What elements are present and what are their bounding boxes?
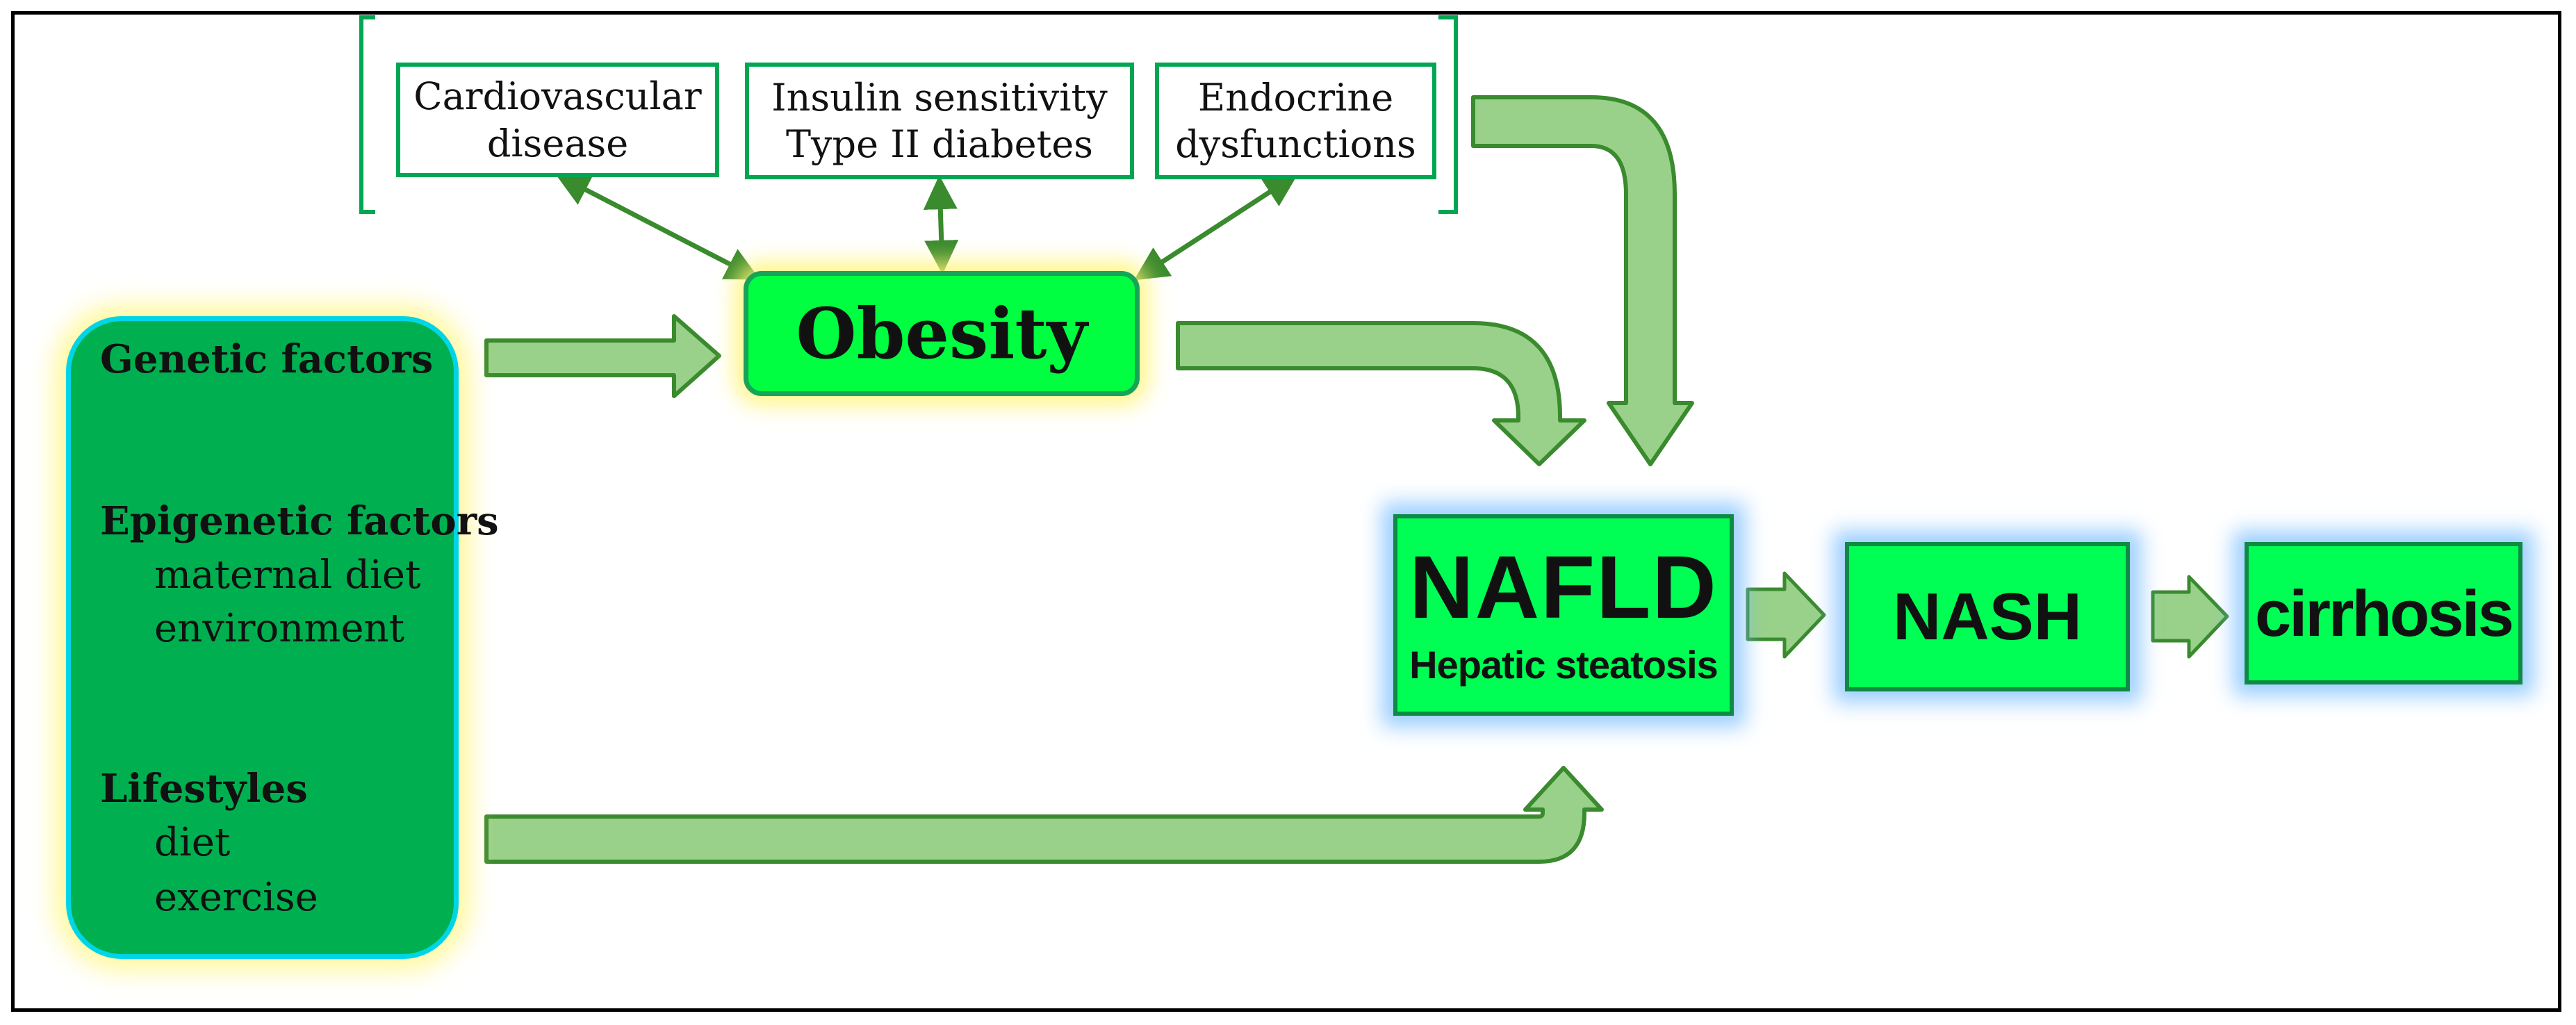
link-endocrine-obesity [1133,173,1299,281]
factors-panel: Genetic factors Epigenetic factors mater… [66,316,499,959]
comorbidity-insulin: Insulin sensitivity Type II diabetes [745,63,1134,179]
lifestyles-title: Lifestyles [100,766,308,812]
comorbidity-cardiovascular: Cardiovascular disease [396,63,719,177]
diagram-frame [11,11,2561,1012]
link-insulin-obesity [923,175,959,274]
lifestyles-item: exercise [154,875,318,920]
arrow-obesity-to-nafld [1176,321,1586,466]
comorbidity-endocrine: Endocrine dysfunctions [1155,63,1436,179]
bracket-left [359,15,375,214]
arrow-genetic-to-obesity [484,314,721,398]
nash-title: NASH [1892,579,2082,654]
nafld-title: NAFLD [1409,537,1718,637]
nafld-subtitle: Hepatic steatosis [1409,642,1718,687]
nash-node: NASH [1845,542,2130,691]
obesity-label: Obesity [796,293,1088,375]
comorbidity-line2: Type II diabetes [786,122,1093,166]
comorbidity-line1: Insulin sensitivity [771,75,1108,120]
comorbidity-line1: Endocrine [1197,75,1394,120]
arrow-nash-to-cirrhosis [2151,575,2229,659]
comorbidity-line2: disease [486,121,629,165]
nafld-node: NAFLD Hepatic steatosis [1393,514,1734,716]
genetic-factors-title: Genetic factors [100,336,434,382]
comorbidity-line1: Cardiovascular [413,74,702,118]
lifestyles-item: diet [154,820,231,865]
cirrhosis-title: cirrhosis [2254,576,2514,650]
comorbidity-line2: dysfunctions [1175,122,1416,166]
bracket-right [1438,15,1458,214]
epigenetic-item: maternal diet [154,552,421,598]
obesity-node: Obesity [744,271,1140,396]
arrow-lifestyles-to-nafld [484,766,1604,864]
link-cardiovascular-obesity [555,174,760,280]
arrow-nafld-to-nash [1746,571,1826,659]
epigenetic-item: environment [154,606,405,651]
epigenetic-factors-title: Epigenetic factors [100,498,499,544]
cirrhosis-node: cirrhosis [2245,542,2522,684]
arrow-comorbidities-to-nafld [1471,95,1694,466]
